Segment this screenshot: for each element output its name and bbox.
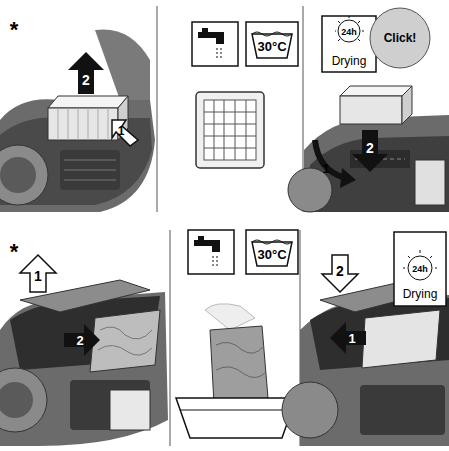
push-arrow	[352, 130, 388, 172]
tap-icon	[188, 230, 234, 274]
filter-front	[196, 92, 264, 168]
filter-cartridge	[340, 86, 412, 124]
filter-mat	[362, 310, 440, 368]
lift-arrow	[68, 52, 104, 94]
callout-number: 1	[34, 269, 42, 283]
drying-icon	[394, 232, 446, 306]
filter-cartridge	[48, 96, 128, 140]
wash-icon	[246, 22, 298, 66]
tap-icon	[192, 22, 238, 66]
wash-icon	[246, 230, 298, 274]
callout-number: 2	[82, 73, 90, 87]
drying-hours: 24h	[412, 265, 428, 274]
drying-hours: 24h	[341, 28, 357, 37]
wash-temperature: 30°C	[257, 248, 286, 261]
filter-mat	[90, 310, 160, 372]
row-gap	[0, 217, 449, 219]
drying-text: Drying	[403, 288, 438, 300]
vacuum-body	[288, 115, 449, 212]
wash-temperature: 30°C	[257, 40, 286, 53]
water-line	[180, 410, 292, 411]
click-text: Click!	[384, 32, 417, 44]
drying-text: Drying	[332, 55, 367, 67]
step-marker: *	[10, 241, 19, 263]
callout-number: 1	[348, 332, 355, 345]
vacuum-body	[0, 29, 155, 212]
callout-number: 2	[366, 141, 374, 155]
insert-arrow	[330, 322, 366, 354]
drying-icon	[322, 16, 376, 72]
callout-number: 2	[336, 264, 344, 278]
press-arrow	[322, 255, 358, 292]
click-bubble	[370, 8, 430, 68]
lift-arrow	[20, 255, 56, 292]
callout-number: 2	[76, 334, 83, 347]
step-marker: *	[10, 19, 19, 41]
water-basin	[176, 398, 296, 438]
callout-number: 1	[118, 125, 125, 137]
swing-arrow-head	[340, 168, 356, 188]
panel-divider	[170, 230, 171, 446]
vacuum-body	[0, 280, 168, 446]
callout-number: 1	[322, 162, 329, 175]
hand-with-mat	[205, 304, 268, 404]
press-arrow	[112, 120, 138, 146]
pull-arrow	[64, 324, 100, 356]
panel-divider	[157, 6, 158, 212]
swing-arrow	[315, 140, 345, 178]
